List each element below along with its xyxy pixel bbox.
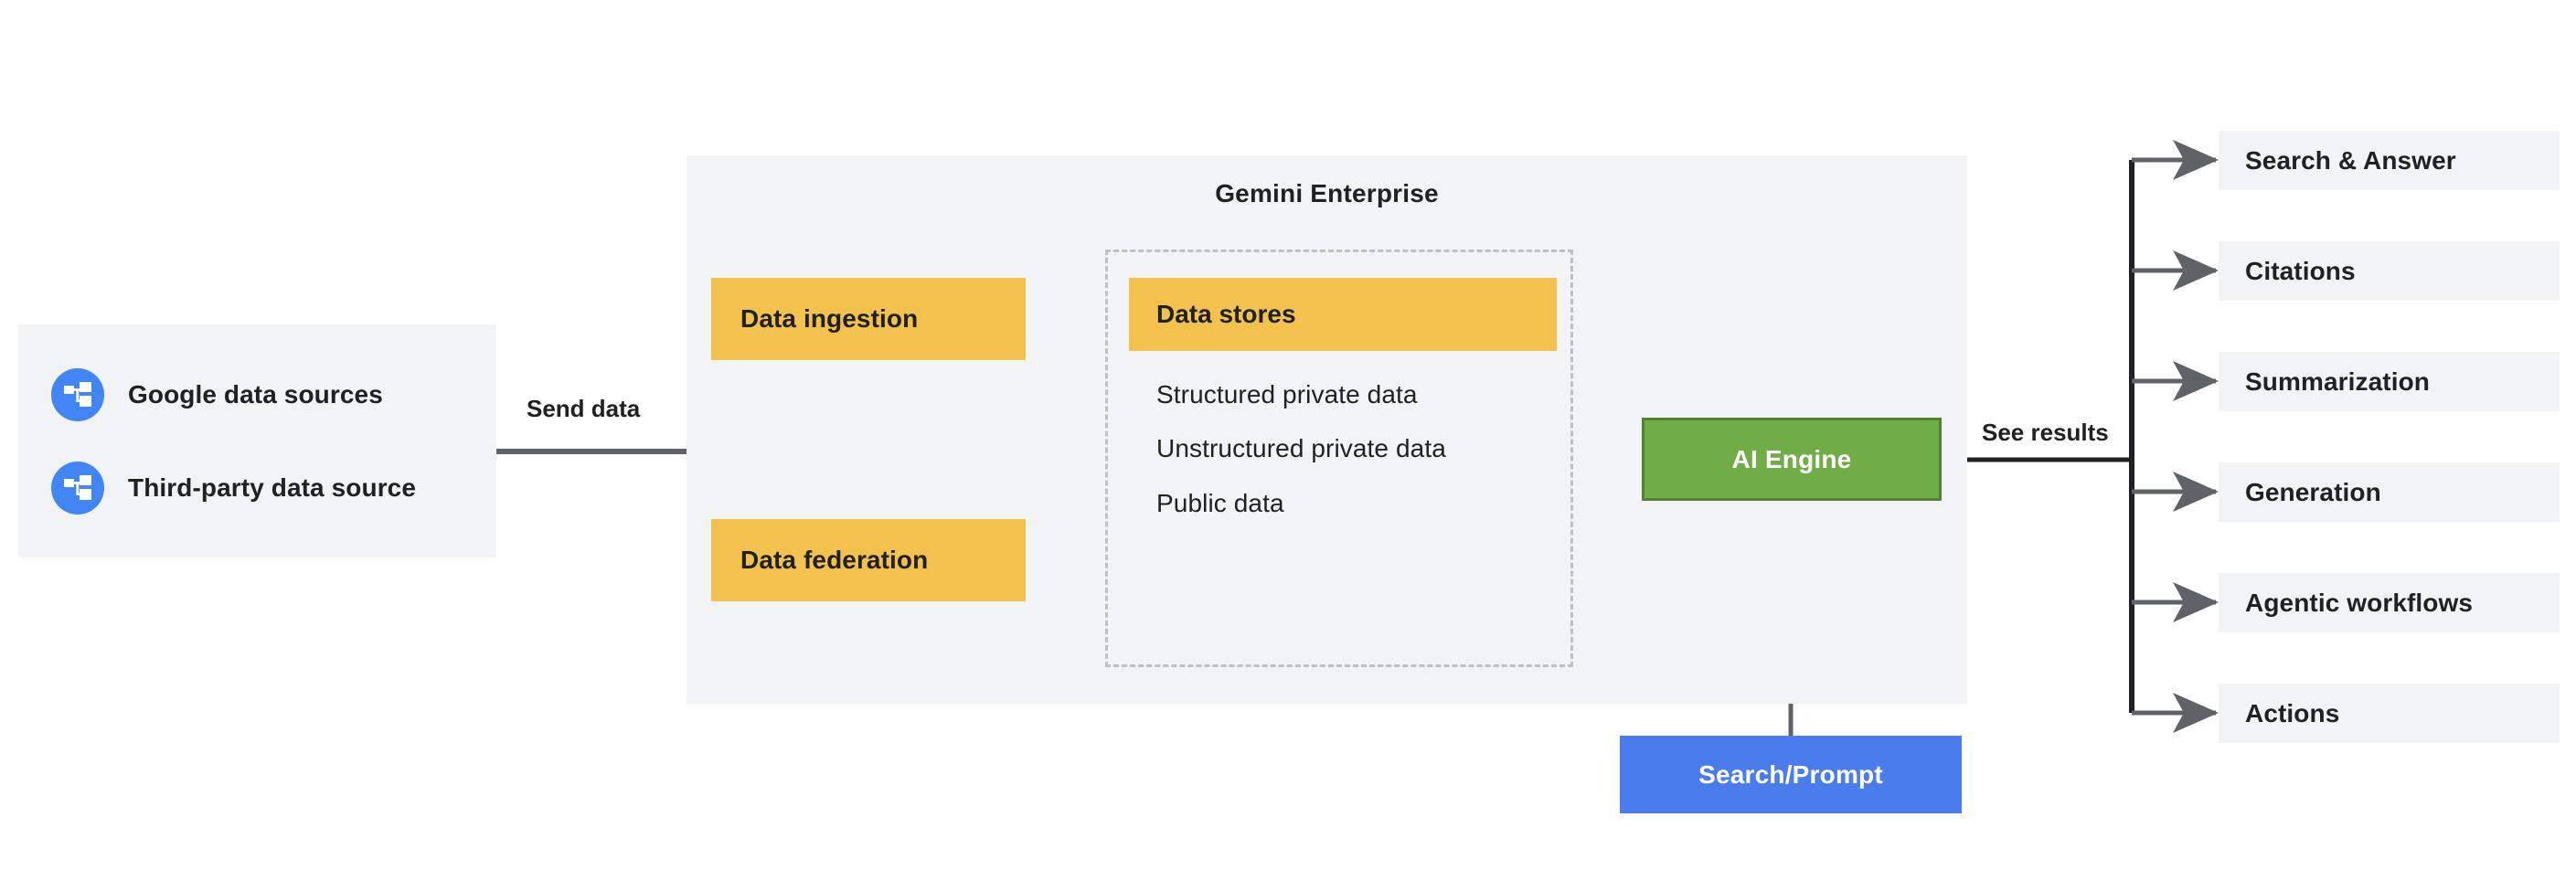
- box-output-actions[interactable]: Actions: [2219, 684, 2560, 743]
- data-sources-panel: Google data sources Third-party data sou…: [18, 324, 496, 557]
- box-ai-engine[interactable]: AI Engine: [1642, 418, 1942, 501]
- list-item-unstructured-private-data[interactable]: Unstructured private data: [1156, 434, 1446, 462]
- box-search-prompt[interactable]: Search/Prompt: [1620, 736, 1962, 813]
- list-item-public-data[interactable]: Public data: [1156, 489, 1284, 517]
- box-output-agentic-workflows[interactable]: Agentic workflows: [2219, 573, 2560, 632]
- box-output-citations[interactable]: Citations: [2219, 241, 2560, 301]
- box-output-generation[interactable]: Generation: [2219, 462, 2560, 522]
- source-label: Third-party data source: [128, 472, 417, 502]
- box-data-ingestion[interactable]: Data ingestion: [711, 278, 1026, 360]
- schema-hierarchy-icon: [51, 367, 104, 421]
- gemini-enterprise-title: Gemini Enterprise: [1215, 179, 1439, 207]
- list-item-third-party-data-source[interactable]: Third-party data source: [51, 461, 496, 515]
- box-output-search-answer[interactable]: Search & Answer: [2219, 131, 2560, 190]
- schema-hierarchy-icon: [51, 461, 104, 515]
- data-stores-group: Data stores Structured private data Unst…: [1105, 249, 1573, 667]
- box-output-summarization[interactable]: Summarization: [2219, 352, 2560, 411]
- list-item-google-data-sources[interactable]: Google data sources: [51, 367, 496, 421]
- source-label: Google data sources: [128, 379, 383, 409]
- edge-label-see-results: See results: [1976, 419, 2114, 447]
- edge-label-send-data: Send data: [521, 395, 646, 423]
- box-data-federation[interactable]: Data federation: [711, 519, 1026, 601]
- list-item-structured-private-data[interactable]: Structured private data: [1156, 380, 1418, 409]
- box-data-stores[interactable]: Data stores: [1129, 278, 1557, 351]
